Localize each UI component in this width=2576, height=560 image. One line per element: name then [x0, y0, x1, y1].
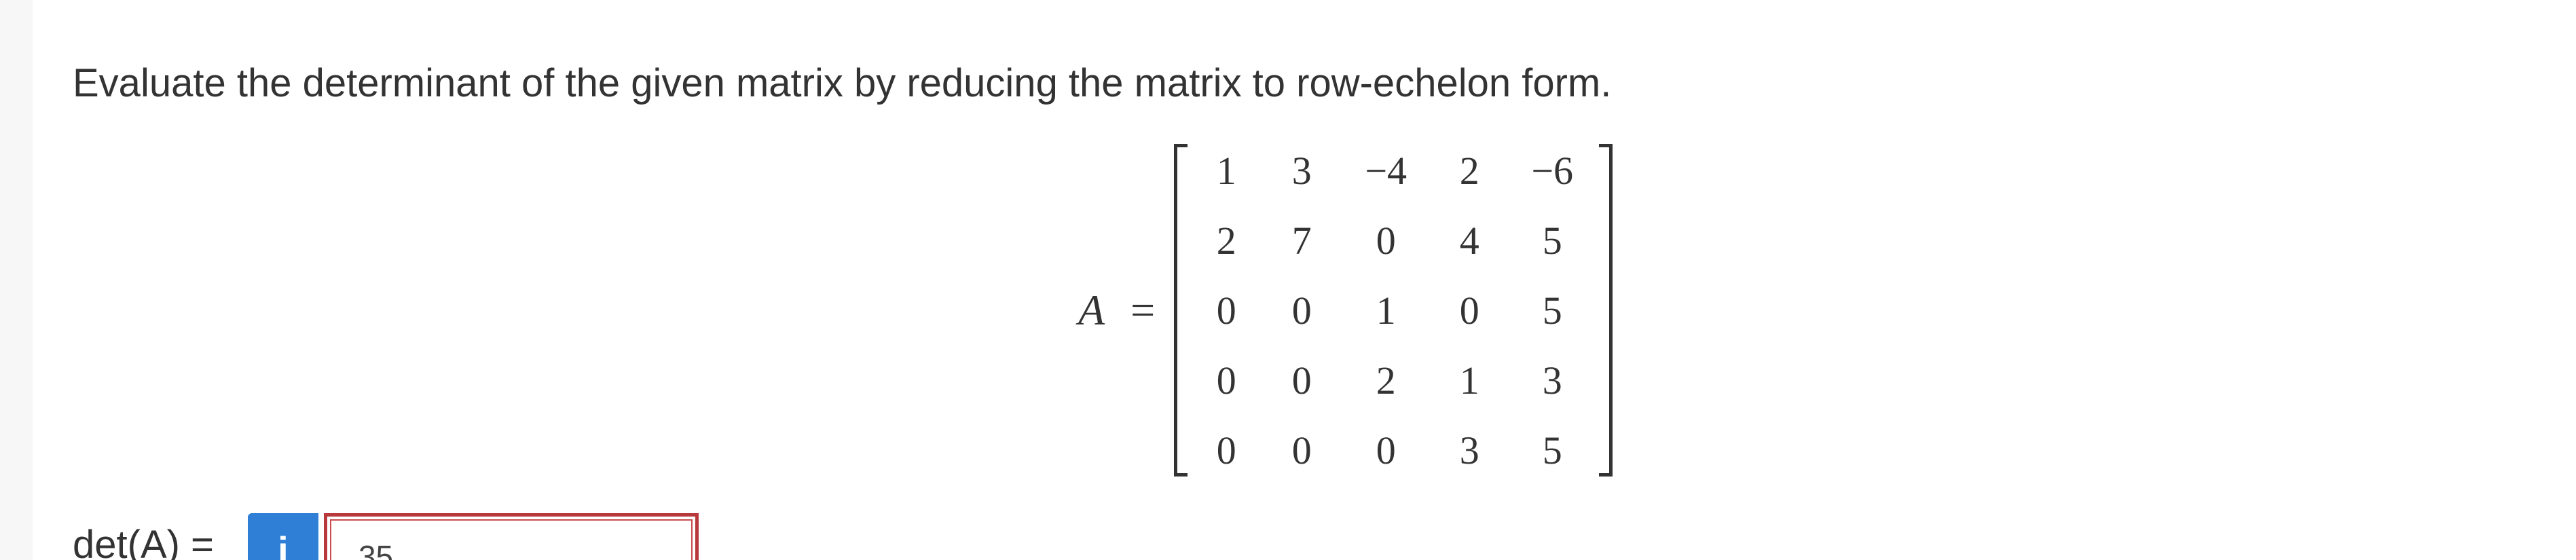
matrix-cell: 0: [1376, 218, 1396, 263]
matrix-cell: 1: [1459, 358, 1479, 403]
matrix-cell: 3: [1459, 428, 1479, 472]
equals-sign: =: [1130, 286, 1156, 334]
matrix-cell: 4: [1459, 218, 1479, 263]
matrix-cell: 0: [1216, 428, 1236, 472]
left-bracket: [1174, 144, 1188, 477]
matrix-grid: 1 3 −4 2 −6 2 7 0 4 5 0 0 1 0 5 0 0 2 1 …: [1188, 136, 1599, 485]
matrix-cell: 0: [1376, 428, 1396, 472]
determinant-answer-input[interactable]: [329, 519, 693, 560]
matrix-equation: A = 1 3 −4 2 −6 2 7 0 4 5 0 0 1 0 5 0 0 …: [1078, 141, 1613, 480]
info-button[interactable]: i: [247, 513, 318, 560]
matrix-cell: −6: [1531, 148, 1574, 193]
matrix-cell: 0: [1291, 358, 1312, 403]
matrix-cell: 5: [1542, 218, 1562, 263]
matrix-cell: 0: [1216, 288, 1236, 333]
left-gutter: [0, 0, 33, 560]
matrix-cell: 2: [1376, 358, 1396, 403]
right-bracket: [1599, 144, 1613, 477]
answer-row: det(A) = i: [73, 513, 699, 560]
matrix-cell: 7: [1291, 218, 1312, 263]
answer-field-frame: [323, 513, 699, 560]
matrix-cell: 2: [1459, 148, 1479, 193]
matrix-variable: A: [1078, 286, 1105, 334]
matrix-cell: 0: [1291, 428, 1312, 472]
matrix-cell: 0: [1291, 288, 1312, 333]
matrix-cell: 5: [1542, 428, 1562, 472]
matrix-cell: 1: [1376, 288, 1396, 333]
matrix-cell: 3: [1291, 148, 1312, 193]
answer-label: det(A) =: [73, 523, 214, 560]
matrix-cell: −4: [1365, 148, 1407, 193]
matrix-cell: 0: [1216, 358, 1236, 403]
equation-lhs: A =: [1078, 285, 1155, 335]
question-text: Evaluate the determinant of the given ma…: [73, 61, 1612, 105]
matrix-cell: 1: [1216, 148, 1236, 193]
matrix-cell: 2: [1216, 218, 1236, 263]
info-icon: i: [278, 529, 289, 560]
matrix-cell: 0: [1459, 288, 1479, 333]
matrix-cell: 3: [1542, 358, 1562, 403]
matrix-cell: 5: [1542, 288, 1562, 333]
